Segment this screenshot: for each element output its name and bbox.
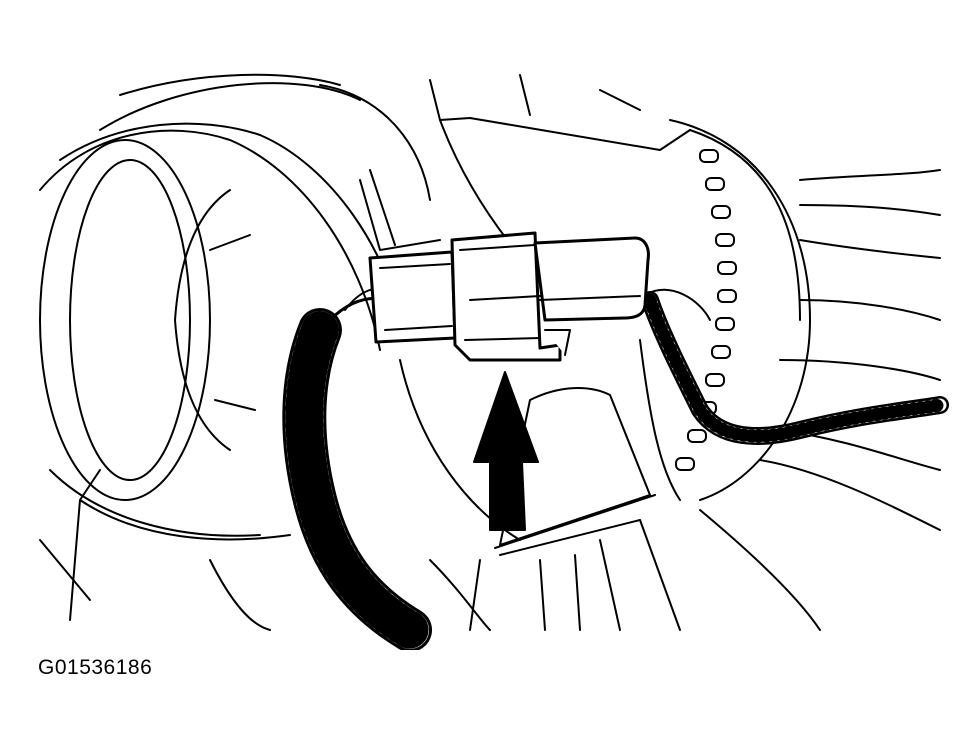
- housing-body: [39, 73, 941, 631]
- electrical-connector: [368, 231, 650, 362]
- ring-ribs: [675, 149, 737, 471]
- connector-illustration: [39, 73, 949, 650]
- ribbed-ring: [669, 119, 811, 501]
- right-wire-harness: [641, 288, 949, 445]
- up-arrow-icon: [473, 371, 539, 531]
- figure-id-label: G01536186: [38, 656, 153, 679]
- corrugated-loom: [282, 287, 432, 650]
